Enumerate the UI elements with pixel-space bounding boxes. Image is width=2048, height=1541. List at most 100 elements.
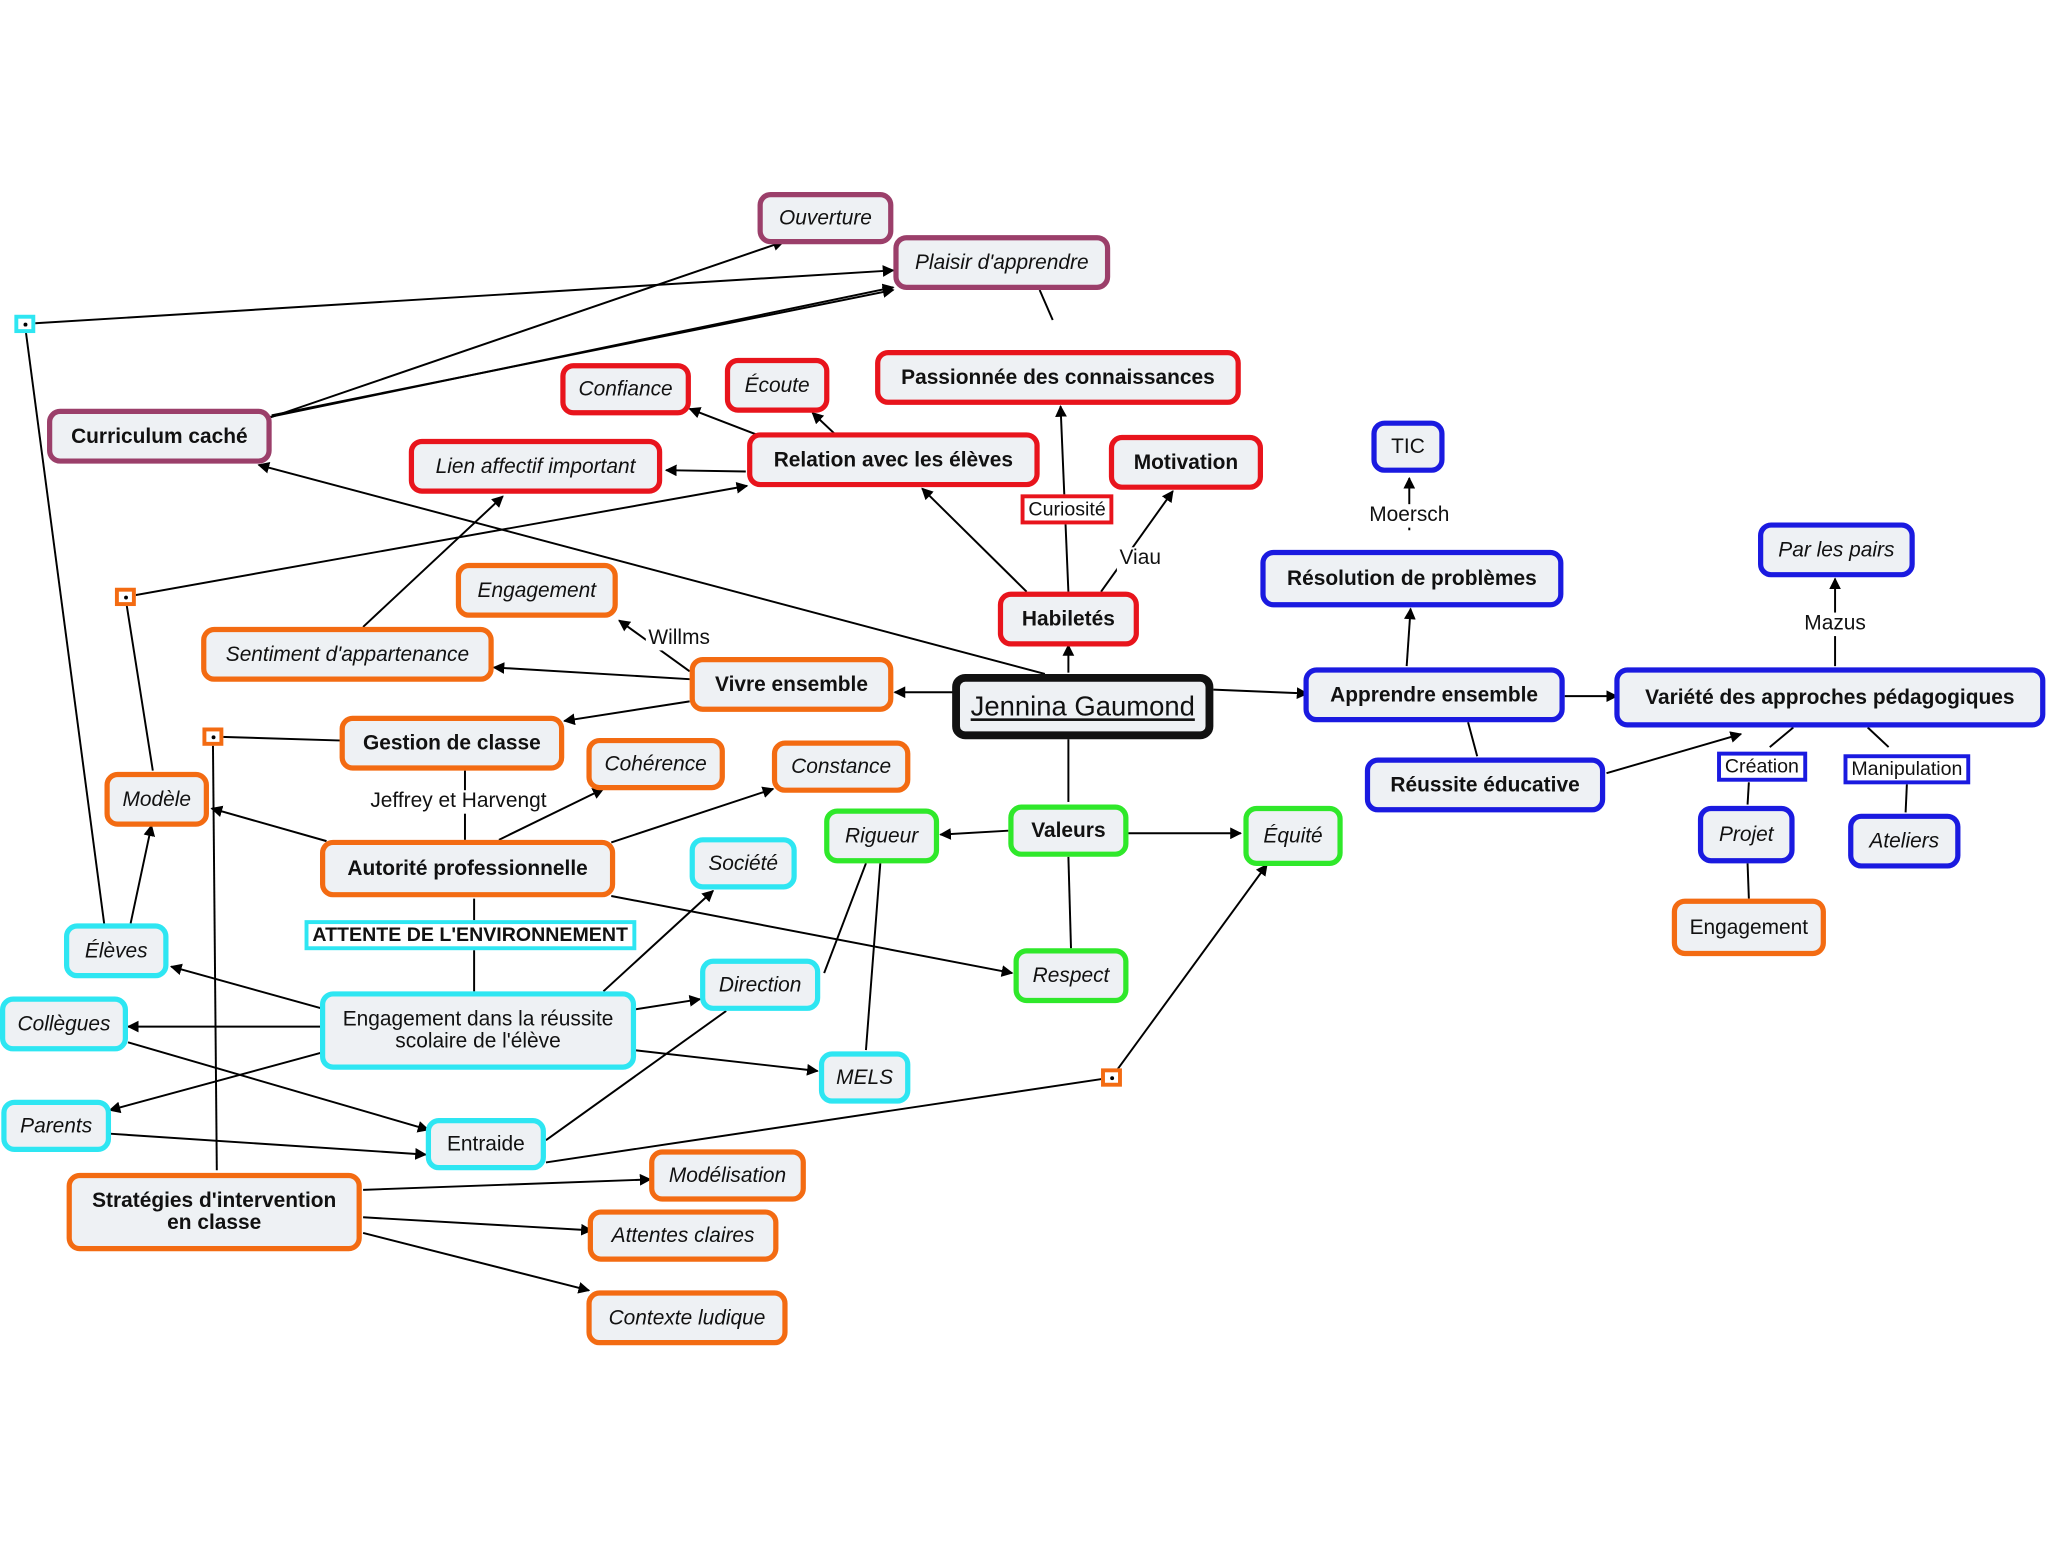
node-label: Habiletés	[1021, 607, 1115, 631]
connection-line	[211, 736, 218, 1171]
node-confiance[interactable]: Confiance	[560, 363, 691, 416]
connection-line	[363, 1173, 652, 1191]
node-label: Motivation	[1133, 451, 1239, 474]
node-strategies-d-intervention-en-classe[interactable]: Stratégies d'intervention en classe	[66, 1172, 362, 1252]
link-junction-icon[interactable]	[114, 587, 136, 607]
connection-line	[921, 487, 1028, 593]
node-par-les-pairs[interactable]: Par les pairs	[1758, 522, 1915, 578]
connection-line	[633, 1049, 819, 1076]
connection-line	[1769, 726, 1794, 748]
node-label: Réussite éducative	[1390, 773, 1580, 797]
node-sentiment-d-appartenance[interactable]: Sentiment d'appartenance	[201, 626, 494, 682]
node-societe[interactable]: Société	[689, 837, 797, 890]
node-label: Ouverture	[778, 207, 872, 230]
tag-attente-de-l-environnement: ATTENTE DE L'ENVIRONNEMENT	[304, 920, 636, 951]
node-apprendre-ensemble[interactable]: Apprendre ensemble	[1303, 667, 1565, 723]
node-variete-des-approches-pedagogiques[interactable]: Variété des approches pédagogiques	[1614, 667, 2046, 728]
node-motivation[interactable]: Motivation	[1108, 434, 1263, 490]
node-reussite-educative[interactable]: Réussite éducative	[1364, 757, 1606, 813]
node-lien-affectif-important[interactable]: Lien affectif important	[408, 438, 663, 494]
node-parents[interactable]: Parents	[1, 1099, 112, 1152]
node-autorite-professionnelle[interactable]: Autorité professionnelle	[319, 839, 616, 898]
link-label-jeffrey-et-harvengt: Jeffrey et Harvengt	[367, 790, 550, 814]
node-label: Valeurs	[1031, 819, 1106, 842]
node-label: Projet	[1718, 823, 1774, 846]
link-junction-icon[interactable]	[202, 727, 224, 746]
node-label: Relation avec les élèves	[773, 448, 1014, 471]
node-label: Par les pairs	[1778, 538, 1895, 561]
connection-line	[602, 889, 714, 993]
node-attentes-claires[interactable]: Attentes claires	[587, 1209, 779, 1262]
connection-line	[23, 323, 106, 927]
link-junction-icon[interactable]	[1101, 1068, 1122, 1087]
connection-line	[1467, 722, 1479, 757]
connection-line	[362, 1232, 591, 1294]
node-equite[interactable]: Équité	[1243, 805, 1343, 866]
node-passionnee-des-connaissances[interactable]: Passionnée des connaissances	[875, 350, 1241, 405]
node-label: Entraide	[446, 1133, 525, 1156]
connection-line	[124, 596, 154, 771]
node-label: Jennina Gaumond	[970, 691, 1195, 722]
connection-line	[1746, 782, 1750, 805]
node-tic[interactable]: TIC	[1371, 420, 1445, 473]
node-label: Sentiment d'appartenance	[225, 643, 470, 666]
node-mels[interactable]: MELS	[818, 1051, 911, 1104]
node-label: Contexte ludique	[608, 1306, 766, 1329]
node-collegues[interactable]: Collègues	[0, 996, 128, 1052]
node-engagement-dans-la-reussite[interactable]: Engagement dans la réussite scolaire de …	[319, 991, 637, 1070]
link-junction-icon[interactable]	[14, 314, 36, 334]
tag-manipulation: Manipulation	[1843, 754, 1971, 785]
node-entraide[interactable]: Entraide	[425, 1118, 546, 1171]
node-constance[interactable]: Constance	[771, 740, 911, 793]
connection-line	[1404, 607, 1416, 667]
node-resolution-de-problemes[interactable]: Résolution de problèmes	[1260, 549, 1564, 608]
connection-line	[545, 1010, 727, 1142]
node-gestion-de-classe[interactable]: Gestion de classe	[339, 715, 565, 771]
node-label: Gestion de classe	[363, 732, 541, 755]
connection-line	[1904, 783, 1908, 813]
node-label: Variété des approches pédagogiques	[1645, 686, 2015, 709]
connection-line	[811, 411, 837, 436]
node-label: Autorité professionnelle	[347, 857, 588, 880]
connection-line	[108, 1051, 322, 1114]
connection-line	[823, 862, 867, 974]
node-projet[interactable]: Projet	[1697, 805, 1795, 864]
connection-line	[1067, 856, 1072, 949]
node-ateliers[interactable]: Ateliers	[1848, 813, 1961, 869]
connection-line	[633, 994, 702, 1011]
node-eleves[interactable]: Élèves	[63, 923, 169, 979]
node-modelisation[interactable]: Modélisation	[649, 1149, 806, 1202]
node-engagement[interactable]: Engagement	[455, 562, 618, 618]
node-curriculum-cache[interactable]: Curriculum caché	[47, 408, 272, 464]
node-rigueur[interactable]: Rigueur	[824, 808, 940, 864]
node-label: Rigueur	[845, 824, 919, 848]
connection-line	[688, 407, 758, 436]
link-label-viau: Viau	[1116, 547, 1164, 571]
tag-creation: Création	[1717, 751, 1807, 782]
node-relation-avec-les-eleves[interactable]: Relation avec les élèves	[747, 432, 1040, 488]
node-label: Lien affectif important	[435, 455, 636, 478]
node-contexte-ludique[interactable]: Contexte ludique	[586, 1290, 788, 1346]
node-label: Modèle	[122, 788, 191, 811]
node-habiletes[interactable]: Habiletés	[997, 591, 1139, 647]
connection-line	[1867, 726, 1890, 748]
node-coherence[interactable]: Cohérence	[586, 737, 725, 791]
connection-line	[1746, 863, 1750, 899]
node-ouverture[interactable]: Ouverture	[757, 191, 894, 245]
node-label: Engagement	[477, 579, 597, 602]
node-respect[interactable]: Respect	[1013, 948, 1129, 1004]
node-jennina-gaumond[interactable]: Jennina Gaumond	[952, 673, 1214, 740]
connection-line	[611, 895, 1014, 977]
connection-line	[664, 464, 746, 477]
node-modele[interactable]: Modèle	[104, 771, 209, 827]
node-label: Élèves	[84, 939, 148, 962]
connection-line	[545, 1076, 1112, 1164]
node-valeurs[interactable]: Valeurs	[1008, 804, 1129, 857]
node-vivre-ensemble[interactable]: Vivre ensemble	[689, 656, 894, 712]
node-label: Engagement dans la réussite scolaire de …	[342, 1008, 614, 1053]
node-direction[interactable]: Direction	[700, 958, 821, 1011]
node-engagement-2[interactable]: Engagement	[1671, 898, 1826, 957]
node-ecoute[interactable]: Écoute	[724, 357, 830, 413]
node-plaisir-d-apprendre[interactable]: Plaisir d'apprendre	[893, 235, 1111, 290]
